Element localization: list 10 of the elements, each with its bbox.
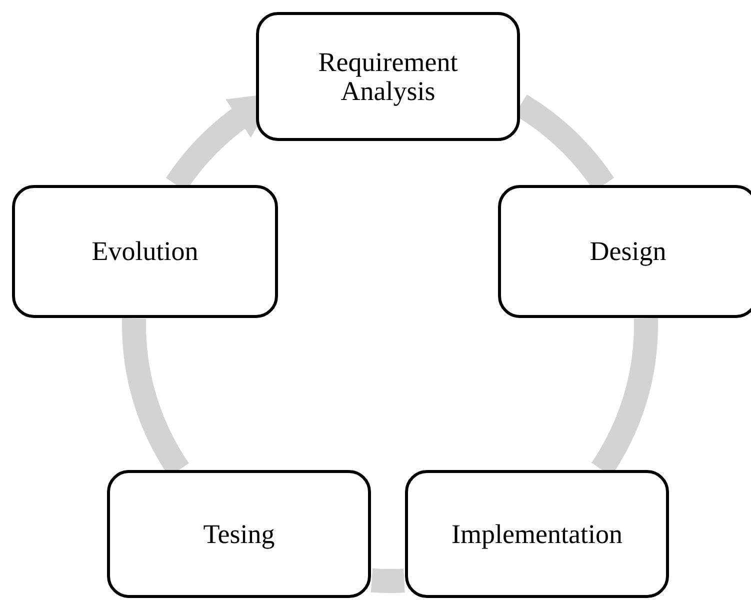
stage-label: Tesing — [202, 520, 276, 548]
stage-label: Requirement Analysis — [317, 48, 459, 105]
stage-box — [12, 185, 278, 318]
stage-box — [405, 470, 669, 598]
stage-box — [107, 470, 371, 598]
stage-box — [498, 185, 751, 318]
stage-label: Implementation — [450, 520, 624, 548]
stage-label: Design — [588, 237, 668, 266]
stage-label: Evolution — [90, 237, 200, 266]
stage-box — [256, 12, 520, 141]
